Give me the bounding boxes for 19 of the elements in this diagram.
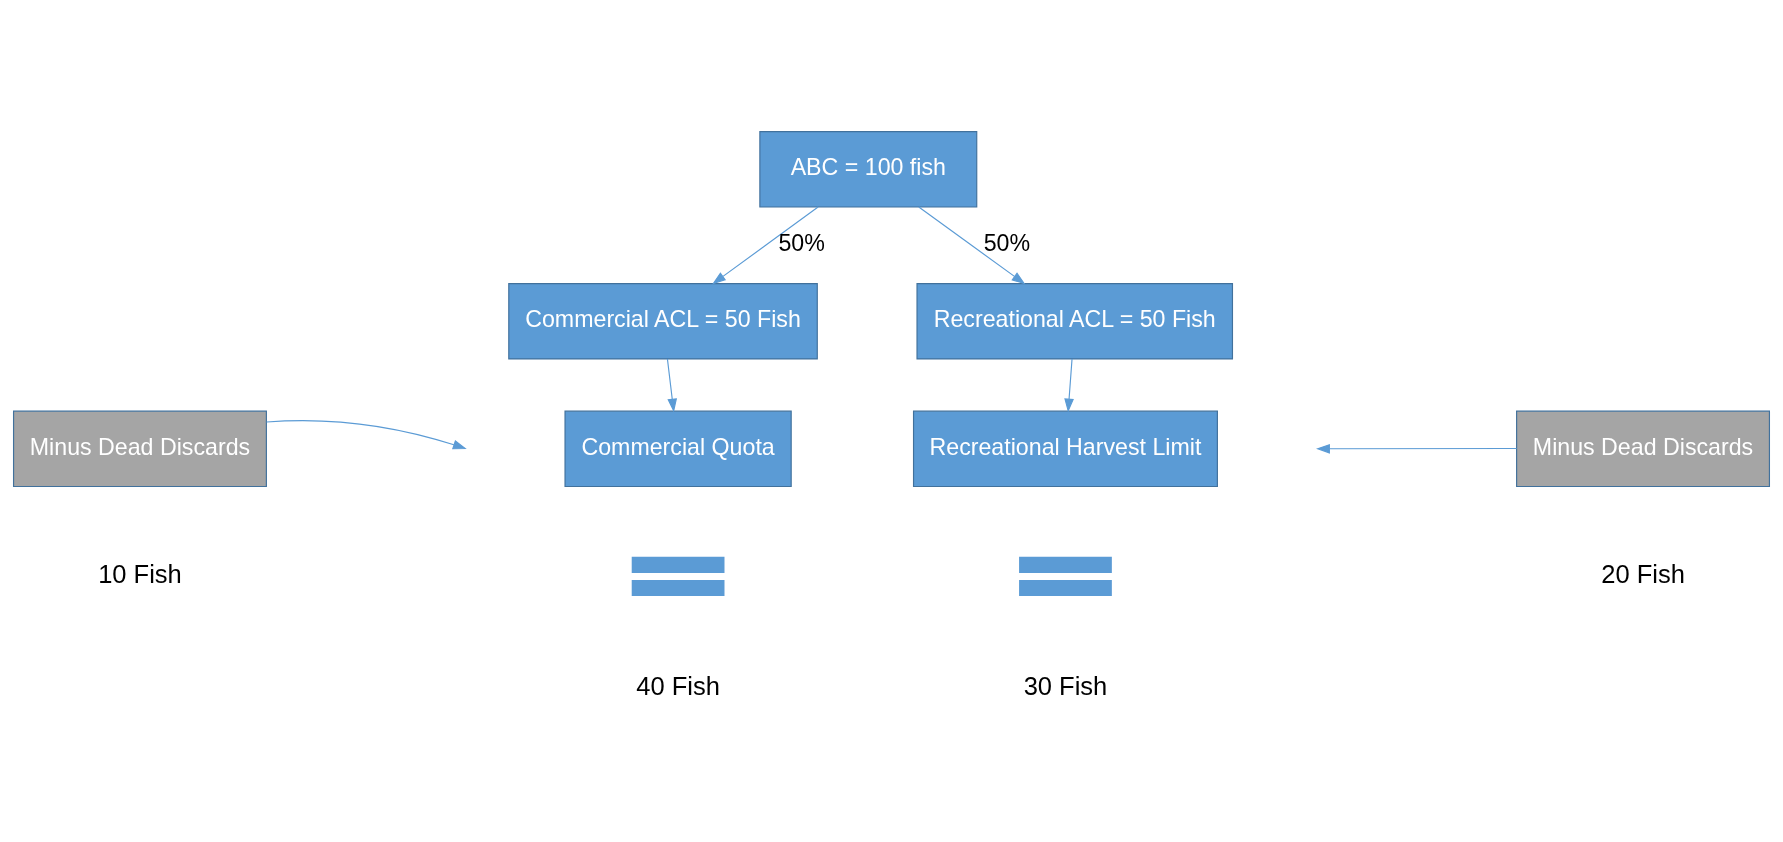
arrow [1316, 443, 1518, 454]
node-box: Minus Dead Discards [1516, 410, 1770, 488]
node-label: 10 Fish [98, 559, 182, 588]
node-box: Recreational ACL = 50 Fish [916, 283, 1234, 360]
edge-label: 50% [983, 230, 1031, 257]
node-box: Commercial ACL = 50 Fish [508, 283, 818, 360]
arrow [1064, 358, 1074, 413]
node-box: ABC = 100 fish [759, 131, 978, 208]
node-label: 30 Fish [1023, 671, 1108, 700]
node-label: 20 Fish [1601, 559, 1685, 588]
node-box: Recreational Harvest Limit [912, 410, 1218, 488]
arrow [712, 206, 819, 285]
node-box: Minus Dead Discards [13, 410, 267, 488]
node-box: Commercial Quota [564, 410, 792, 488]
arrow [666, 358, 678, 413]
edge-label: 50% [778, 230, 825, 257]
node-label: 40 Fish [636, 671, 720, 700]
arrow [918, 206, 1026, 285]
arrow [266, 420, 467, 450]
